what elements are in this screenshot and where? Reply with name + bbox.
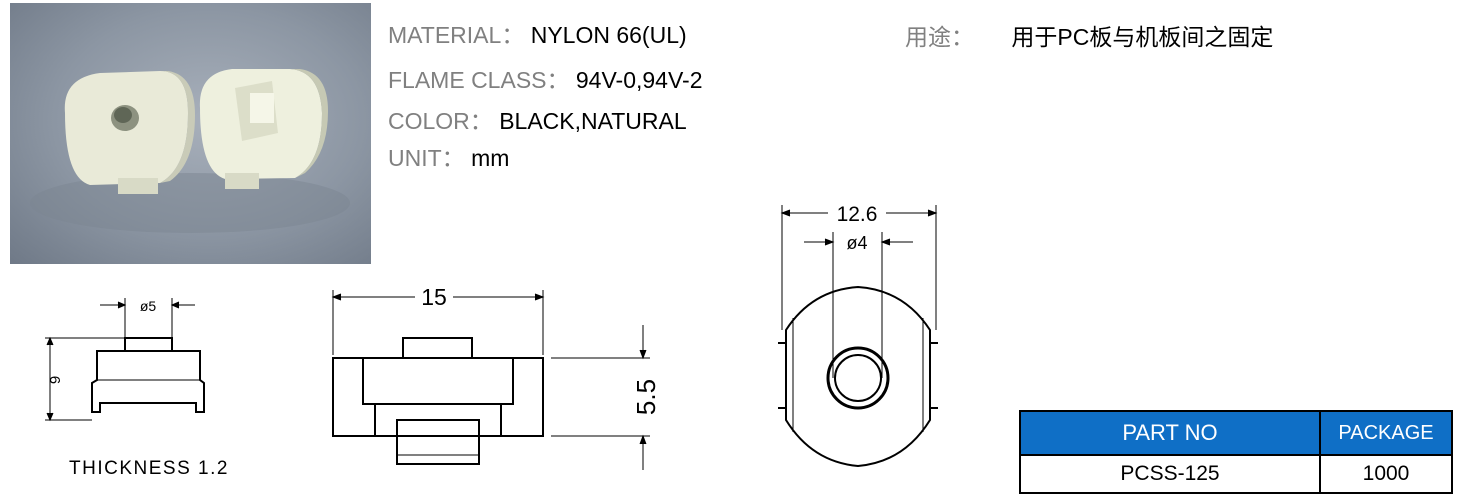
table-header-row: PART NO PACKAGE [1019, 410, 1453, 456]
flame-class-label: FLAME CLASS： [388, 67, 570, 93]
flame-class-spec: FLAME CLASS： 94V-0,94V-2 [388, 61, 703, 95]
side-view [45, 298, 205, 422]
material-label: MATERIAL： [388, 22, 525, 48]
part-no-header: PART NO [1019, 410, 1321, 456]
side-width-label: ø5 [140, 298, 157, 314]
color-spec: COLOR： BLACK,NATURAL [388, 102, 687, 136]
unit-spec: UNIT： mm [388, 139, 509, 173]
package-cell: 1000 [1319, 454, 1453, 494]
part-no-cell: PCSS-125 [1019, 454, 1321, 494]
material-value: NYLON 66(UL) [530, 22, 687, 48]
part-table: PART NO PACKAGE PCSS-125 1000 [1019, 410, 1453, 494]
top-view [778, 205, 938, 468]
table-row: PCSS-125 1000 [1019, 454, 1453, 494]
color-value: BLACK,NATURAL [499, 108, 687, 134]
side-height-label: 9 [47, 376, 64, 384]
top-hole-label: ø4 [846, 233, 867, 253]
usage-label: 用途： [905, 24, 974, 50]
front-view [331, 290, 650, 470]
photo-illustration [30, 69, 350, 233]
front-height-label: 5.5 [631, 379, 661, 415]
usage-spec: 用途： 用于PC板与机板间之固定 [905, 18, 1273, 52]
color-label: COLOR： [388, 108, 493, 134]
package-header: PACKAGE [1319, 410, 1453, 456]
usage-value: 用于PC板与机板间之固定 [1011, 24, 1274, 50]
unit-label: UNIT： [388, 145, 465, 171]
product-photo [10, 3, 371, 264]
flame-class-value: 94V-0,94V-2 [575, 67, 703, 93]
unit-value: mm [471, 145, 510, 171]
thickness-label: THICKNESS 1.2 [69, 458, 229, 479]
top-width-label: 12.6 [837, 203, 878, 226]
material-spec: MATERIAL： NYLON 66(UL) [388, 16, 687, 50]
front-width-label: 15 [421, 284, 447, 310]
